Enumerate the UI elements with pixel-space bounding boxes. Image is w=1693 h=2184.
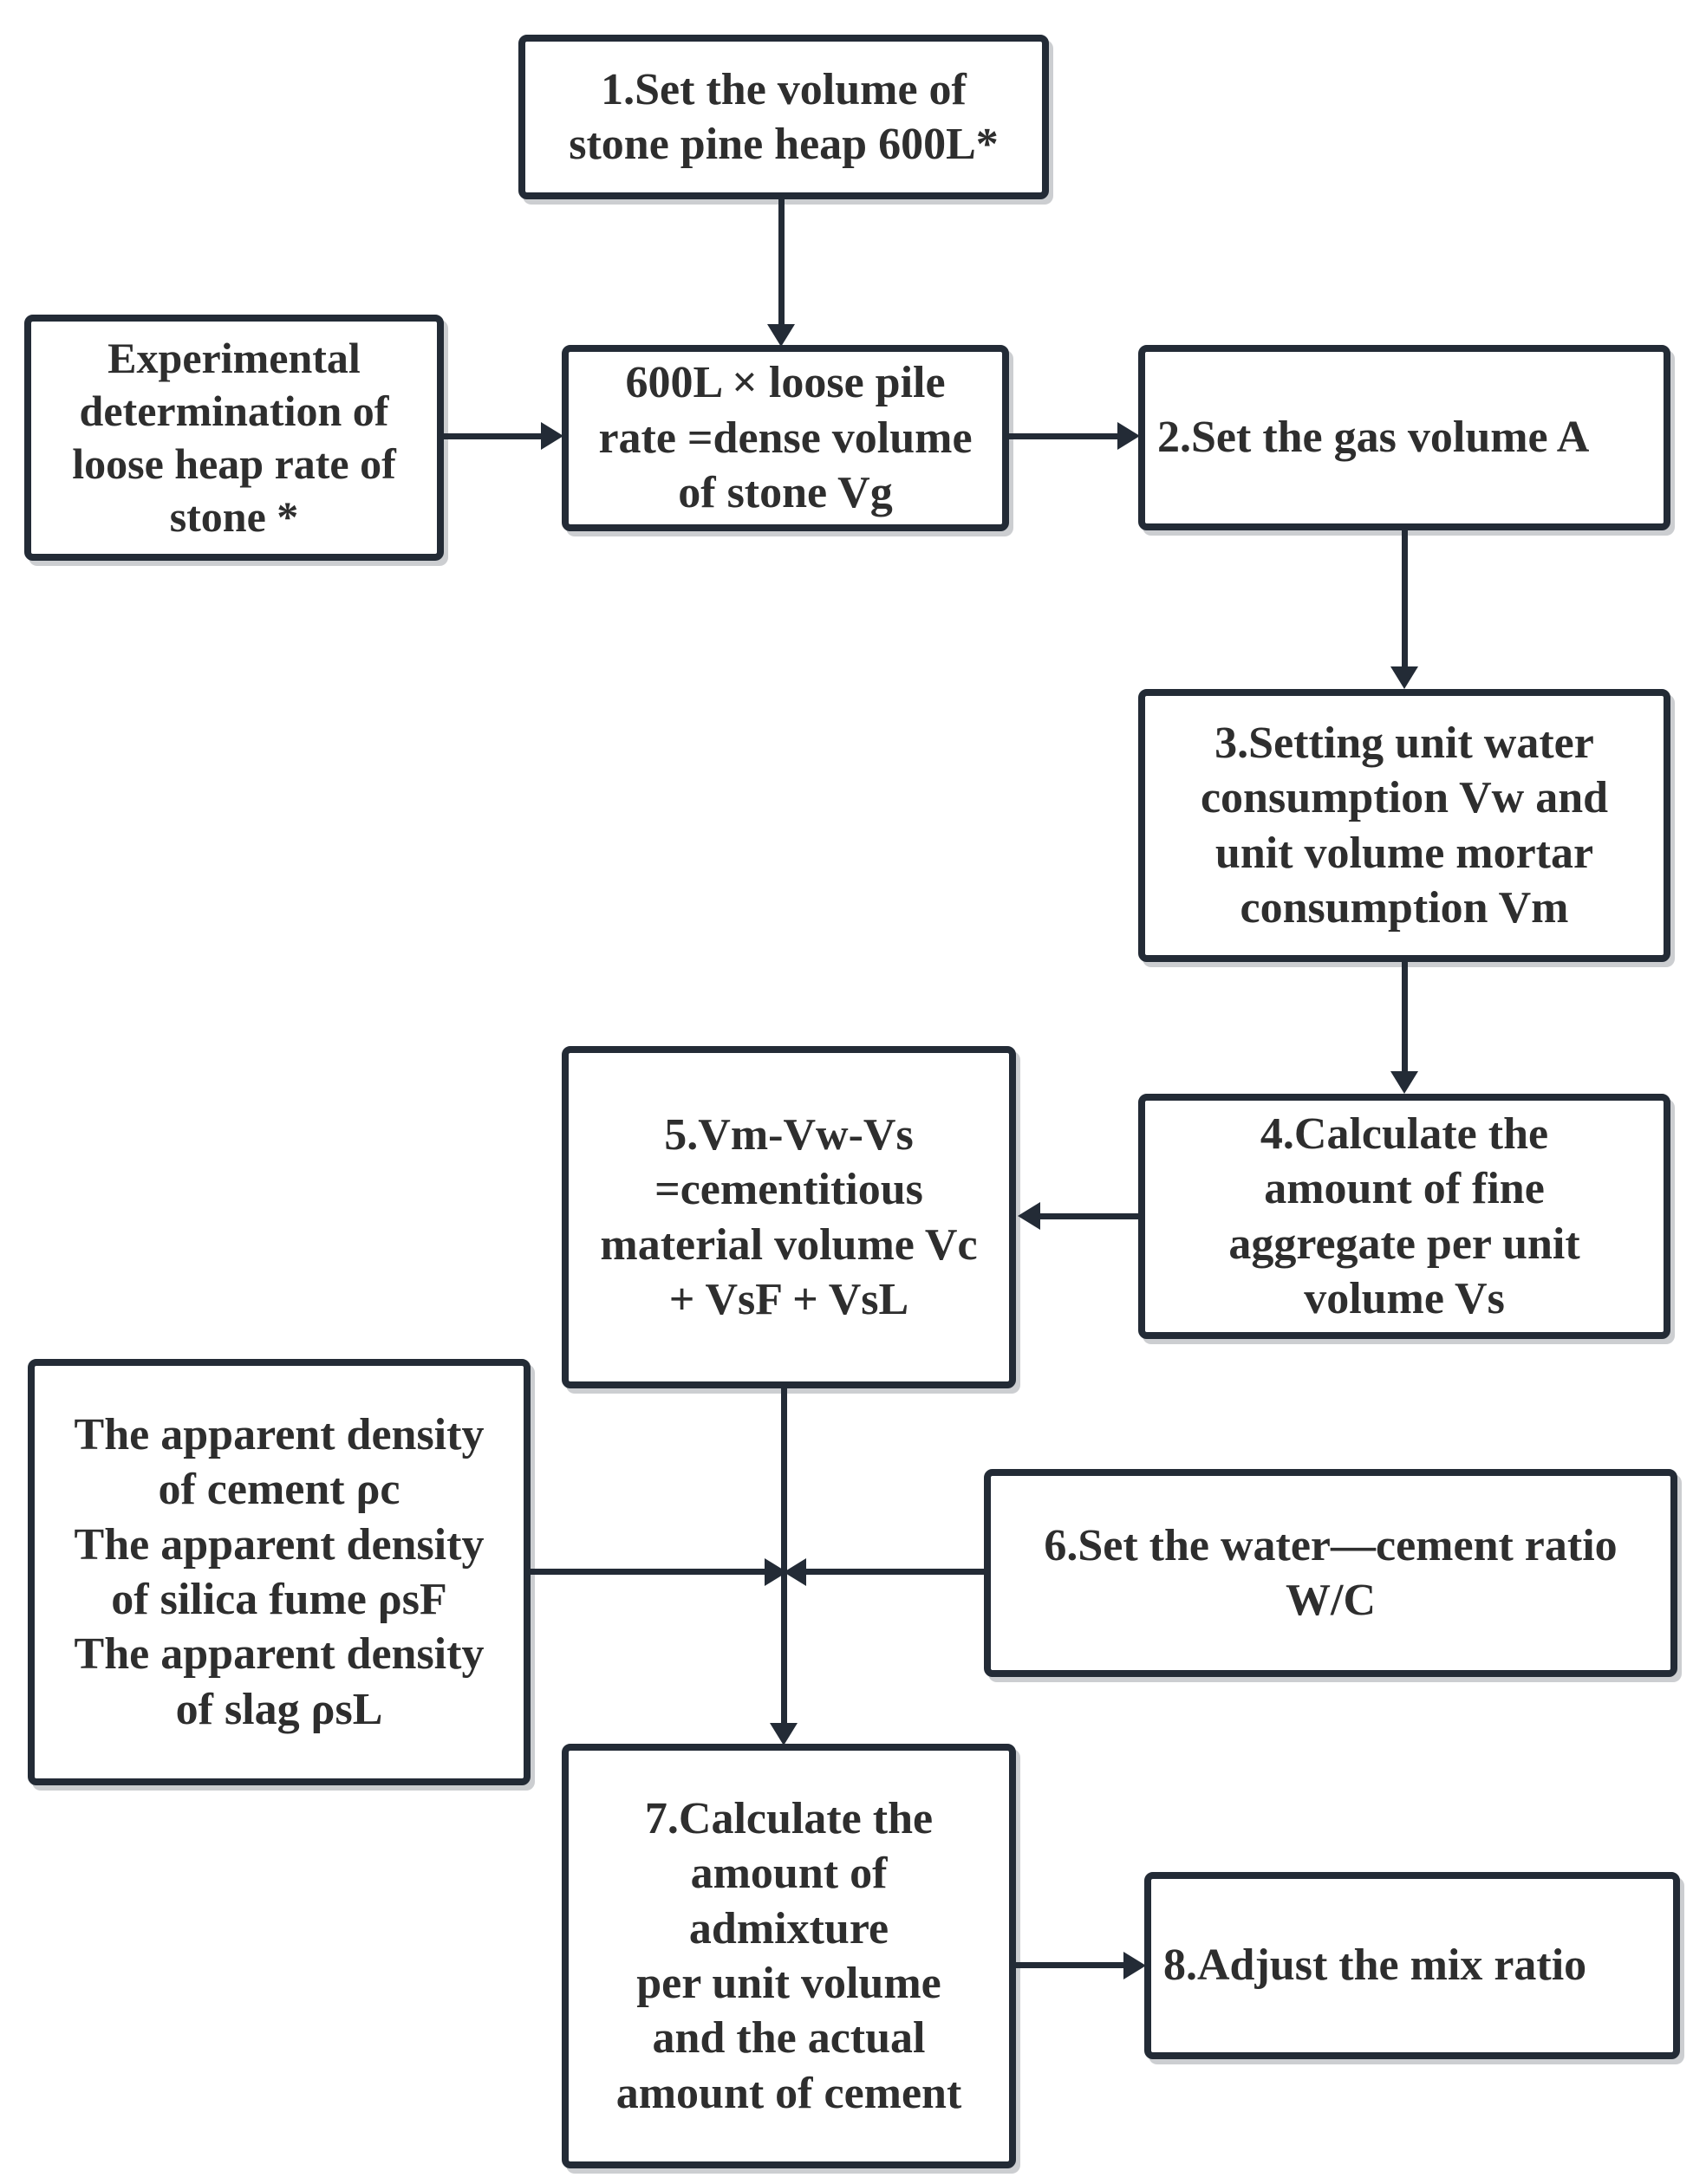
node-step3: 3.Setting unit water consumption Vw and … <box>1138 689 1670 962</box>
node-step7: 7.Calculate the amount of admixture per … <box>562 1744 1016 2168</box>
arrow-line <box>1014 1962 1123 1968</box>
arrowhead-left <box>784 1558 806 1586</box>
arrowhead-down <box>1390 1071 1418 1094</box>
arrow-line <box>442 433 541 439</box>
node-step5: 5.Vm-Vw-Vs =cementitious material volume… <box>562 1046 1016 1388</box>
node-step6: 6.Set the water—cement ratio W/C <box>984 1469 1677 1677</box>
arrowhead-right <box>1117 422 1140 450</box>
arrowhead-right <box>1123 1952 1146 1979</box>
arrow-line <box>806 1569 986 1575</box>
arrow-line <box>1402 960 1408 1071</box>
arrow-line <box>1040 1213 1140 1219</box>
arrowhead-right <box>541 422 563 450</box>
arrowhead-down <box>1390 666 1418 689</box>
arrow-line <box>778 198 785 326</box>
arrowhead-left <box>1018 1202 1040 1230</box>
node-step8: 8.Adjust the mix ratio <box>1144 1872 1680 2059</box>
node-step2: 2.Set the gas volume A <box>1138 345 1670 530</box>
arrowhead-right <box>765 1558 787 1586</box>
node-step1: 1.Set the volume of stone pine heap 600L… <box>518 35 1049 199</box>
node-dense-volume: 600L × loose pile rate =dense volume of … <box>562 345 1009 531</box>
arrowhead-down <box>770 1723 798 1745</box>
node-loose-heap-experiment: Experimental determination of loose heap… <box>24 315 444 561</box>
node-apparent-densities: The apparent density of cement ρc The ap… <box>28 1359 531 1785</box>
arrowhead-down <box>767 324 795 347</box>
arrow-line <box>1007 433 1117 439</box>
arrow-line <box>781 1387 787 1723</box>
node-step4: 4.Calculate the amount of fine aggregate… <box>1138 1094 1670 1339</box>
arrow-line <box>529 1569 765 1575</box>
arrow-line <box>1402 529 1408 666</box>
